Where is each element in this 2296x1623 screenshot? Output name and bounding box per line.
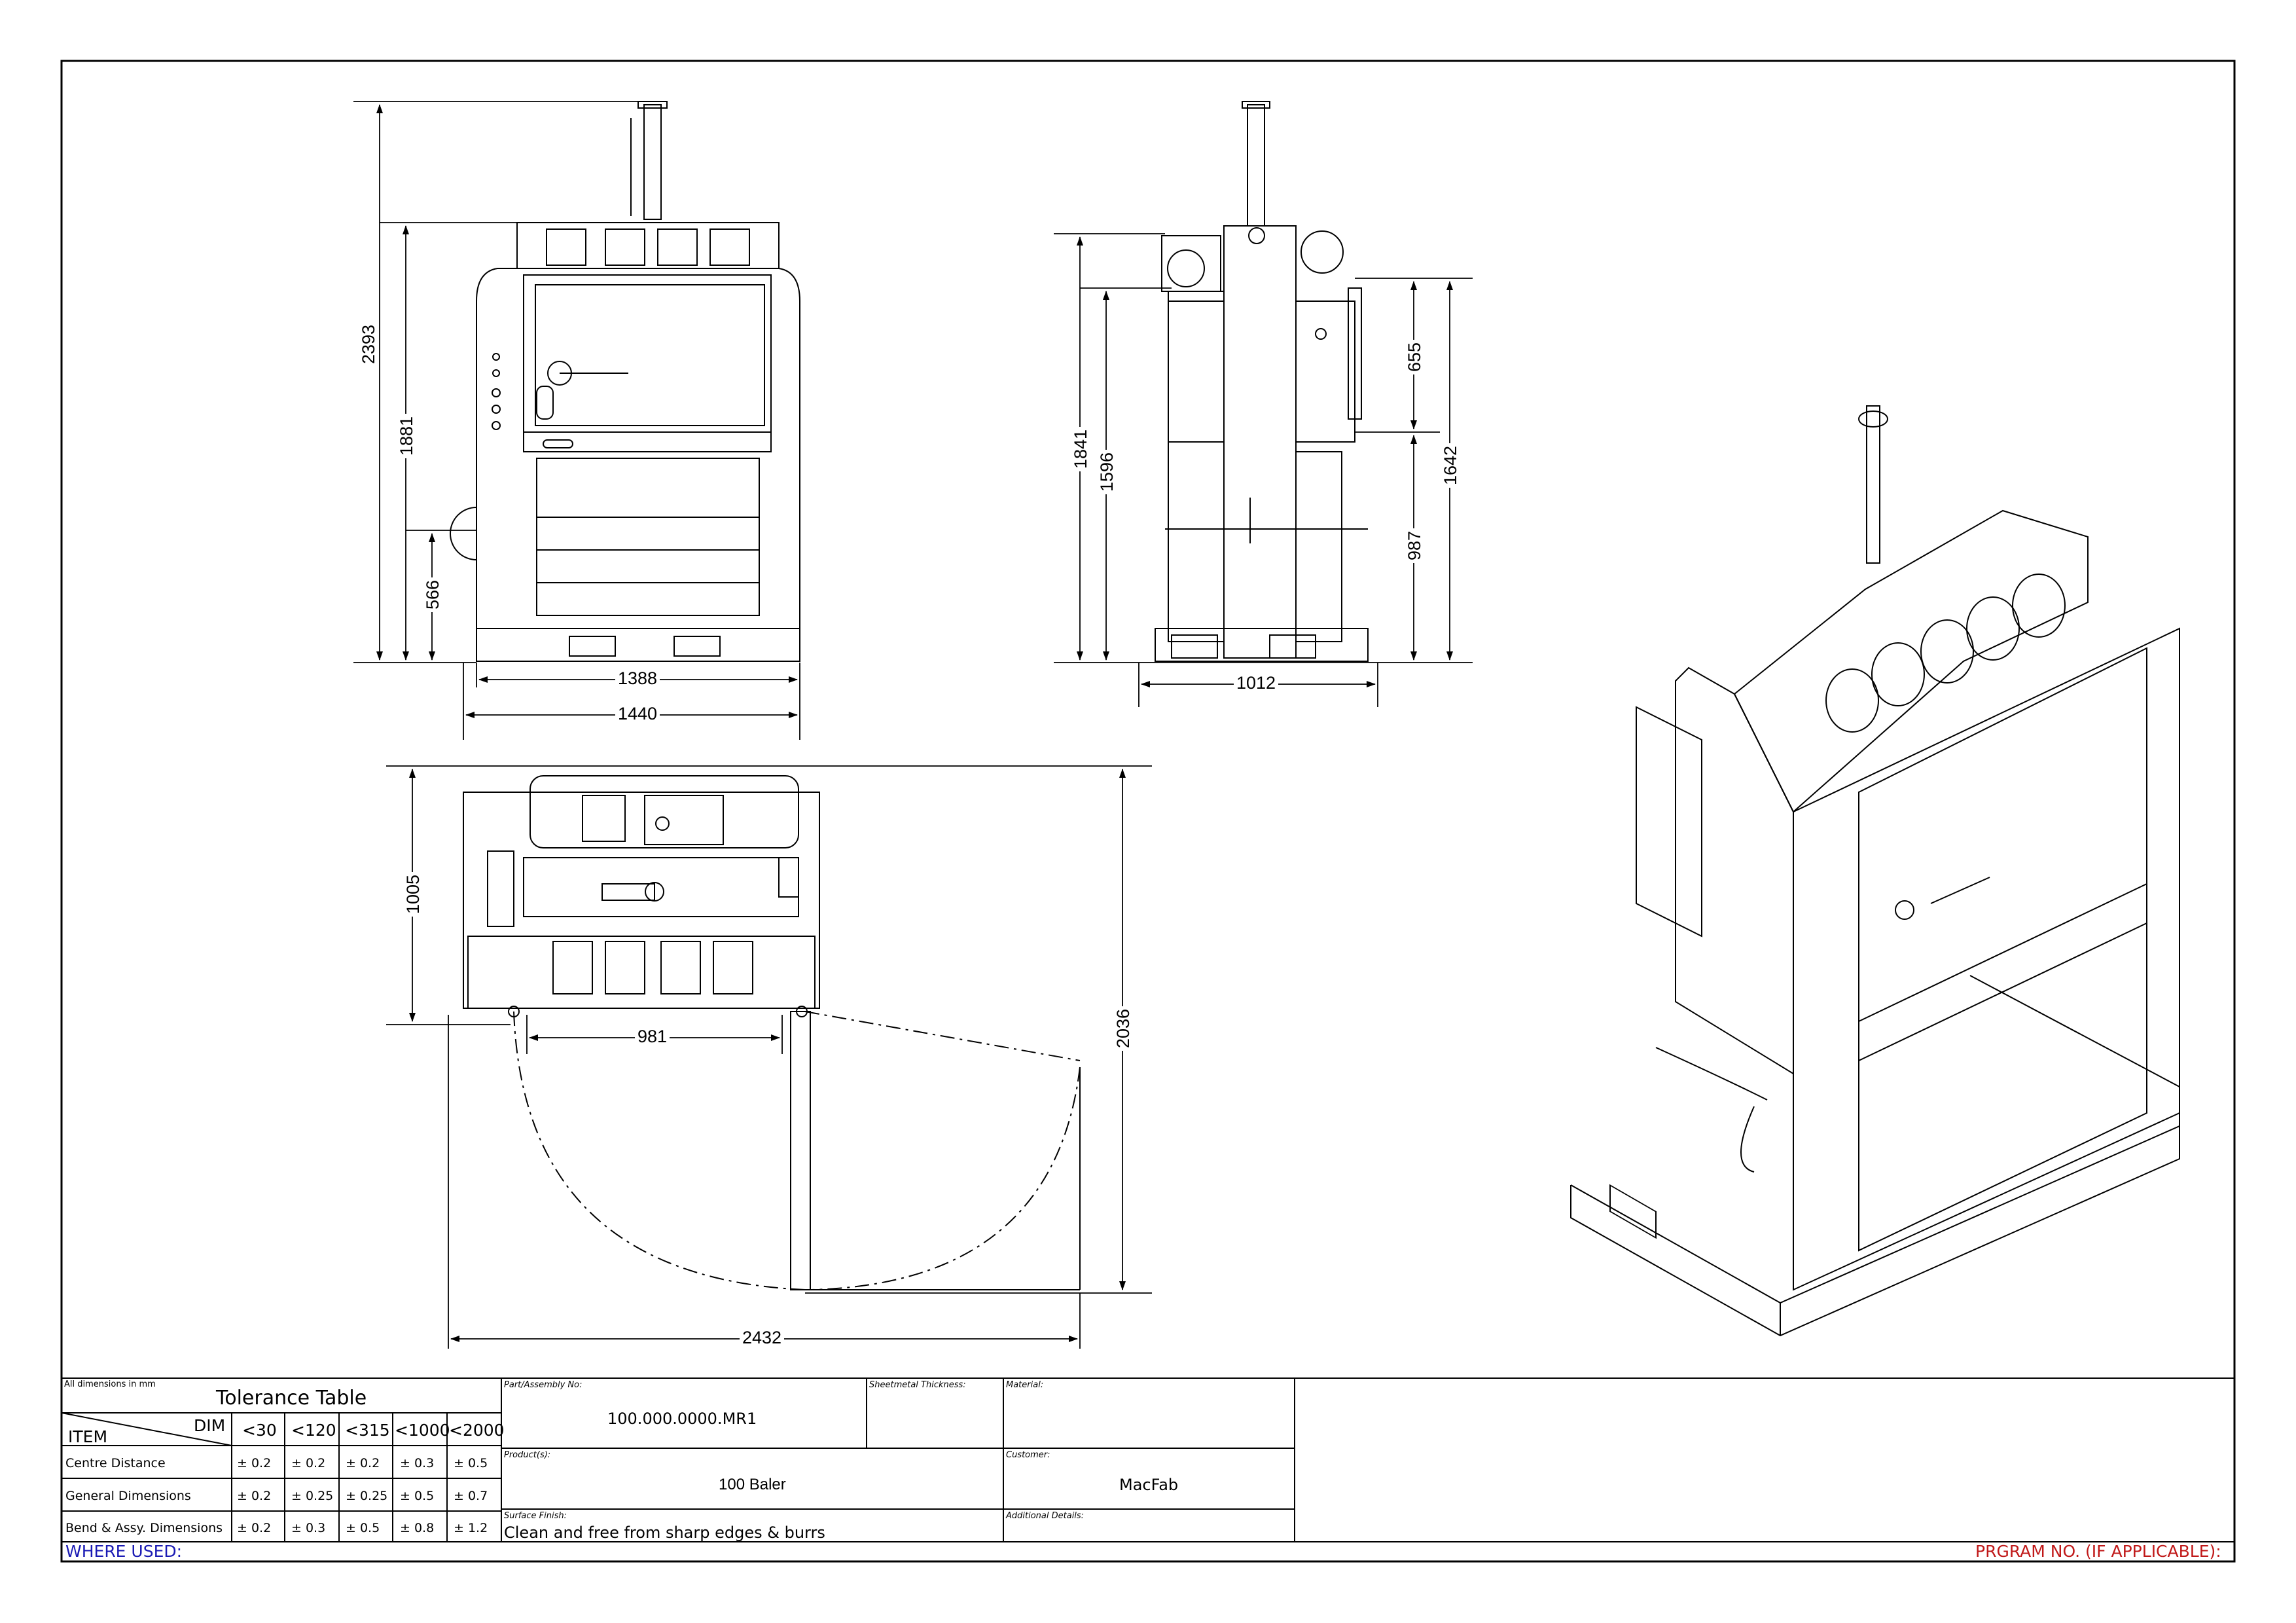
dim-side-depth: 1012 — [1234, 673, 1279, 693]
dim-plan-door-width: 981 — [635, 1027, 670, 1047]
customer-caption: Customer: — [1006, 1450, 1050, 1460]
tolerance-item-label: ITEM — [68, 1427, 108, 1446]
isometric-view — [1570, 405, 2180, 1337]
tolerance-col-header: <315 — [345, 1421, 390, 1440]
tolerance-col-header: <2000 — [449, 1421, 505, 1440]
tolerance-cell: ± 0.2 — [237, 1521, 272, 1535]
tolerance-row-label: General Dimensions — [65, 1489, 191, 1503]
side-view — [1155, 101, 1369, 662]
dim-side-upper-height: 655 — [1405, 339, 1425, 374]
tolerance-title: Tolerance Table — [216, 1387, 367, 1410]
tolerance-cell: ± 0.8 — [400, 1521, 435, 1535]
tolerance-col-header: <1000 — [395, 1421, 450, 1440]
front-view-dimensions — [353, 101, 800, 740]
dim-front-outer-width: 1440 — [615, 704, 660, 724]
tolerance-col-header: <120 — [291, 1421, 336, 1440]
tolerance-cell: ± 0.5 — [400, 1489, 435, 1503]
tolerance-cell: ± 0.5 — [454, 1456, 488, 1470]
all-dims-note: All dimensions in mm — [64, 1379, 156, 1389]
title-block — [61, 1377, 2234, 1542]
dim-front-lower-height: 566 — [423, 577, 443, 612]
tolerance-row-label: Centre Distance — [65, 1456, 166, 1470]
tolerance-row-label: Bend & Assy. Dimensions — [65, 1521, 223, 1535]
tolerance-cell: ± 0.2 — [237, 1456, 272, 1470]
part-number: 100.000.0000.MR1 — [607, 1410, 757, 1428]
tolerance-cell: ± 1.2 — [454, 1521, 488, 1535]
tolerance-cell: ± 0.2 — [237, 1489, 272, 1503]
dim-plan-door-swing-width: 2432 — [740, 1328, 785, 1348]
where-used: WHERE USED: — [65, 1542, 183, 1561]
product-value: 100 Baler — [719, 1476, 786, 1493]
tolerance-dim-label: DIM — [194, 1416, 226, 1435]
dim-front-body-height: 1881 — [397, 413, 417, 458]
surface-caption: Surface Finish: — [504, 1511, 567, 1521]
tolerance-cell: ± 0.5 — [346, 1521, 380, 1535]
dim-side-height-2: 1596 — [1097, 449, 1117, 494]
additional-caption: Additional Details: — [1006, 1511, 1085, 1521]
dim-plan-depth: 1005 — [403, 871, 423, 917]
surface-value: Clean and free from sharp edges & burrs — [504, 1523, 825, 1542]
tolerance-cell: ± 0.7 — [454, 1489, 488, 1503]
customer-value: MacFab — [1119, 1476, 1179, 1494]
tolerance-cell: ± 0.25 — [291, 1489, 334, 1503]
tolerance-cell: ± 0.25 — [346, 1489, 388, 1503]
program-number: PRGRAM NO. (IF APPLICABLE): — [1975, 1542, 2221, 1561]
dim-side-height-1: 1841 — [1071, 426, 1091, 471]
part-caption: Part/Assembly No: — [504, 1380, 583, 1390]
tolerance-col-header: <30 — [242, 1421, 277, 1440]
product-caption: Product(s): — [504, 1450, 551, 1460]
tolerance-cell: ± 0.2 — [346, 1456, 380, 1470]
dim-front-inner-width: 1388 — [615, 668, 660, 689]
sheet-border — [60, 60, 2236, 1563]
sheetmetal-caption: Sheetmetal Thickness: — [869, 1380, 966, 1390]
material-caption: Material: — [1006, 1380, 1044, 1390]
dim-plan-door-swing-depth: 2036 — [1113, 1006, 1134, 1051]
plan-view — [463, 775, 1081, 1290]
tolerance-cell: ± 0.2 — [291, 1456, 326, 1470]
dim-side-mid-height: 987 — [1405, 528, 1425, 563]
tolerance-cell: ± 0.3 — [400, 1456, 435, 1470]
dim-front-overall-height: 2393 — [359, 321, 379, 367]
tolerance-cell: ± 0.3 — [291, 1521, 326, 1535]
plan-view-dimensions — [386, 765, 1152, 1349]
dim-side-total-height: 1642 — [1441, 443, 1461, 488]
front-view — [450, 101, 800, 662]
